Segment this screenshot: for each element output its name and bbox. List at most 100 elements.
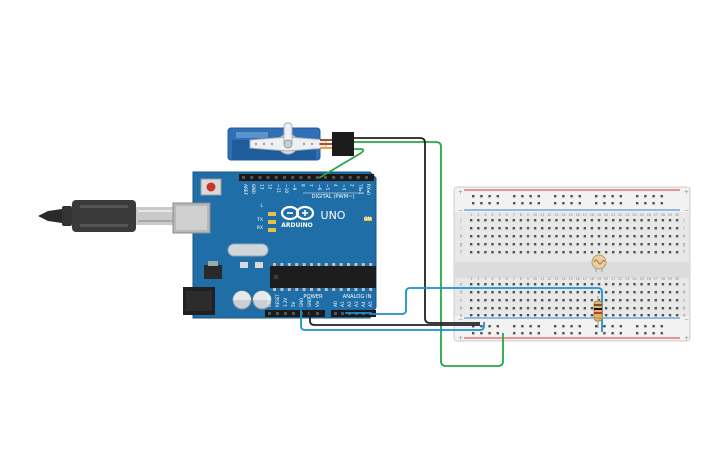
- breadboard-hole[interactable]: [619, 227, 622, 230]
- breadboard-hole[interactable]: [562, 307, 565, 310]
- breadboard-hole[interactable]: [675, 314, 679, 317]
- breadboard-hole[interactable]: [491, 283, 494, 286]
- rail-hole[interactable]: [488, 195, 491, 198]
- breadboard-hole[interactable]: [562, 291, 565, 294]
- breadboard-hole[interactable]: [484, 227, 487, 230]
- breadboard-hole[interactable]: [604, 291, 608, 294]
- breadboard-hole[interactable]: [505, 227, 508, 230]
- breadboard-hole[interactable]: [526, 299, 530, 302]
- header-hole[interactable]: [356, 176, 360, 179]
- breadboard-hole[interactable]: [548, 291, 551, 294]
- rail-hole[interactable]: [603, 195, 606, 198]
- rail-hole[interactable]: [562, 195, 565, 198]
- breadboard-hole[interactable]: [654, 291, 657, 294]
- breadboard-hole[interactable]: [626, 307, 629, 310]
- breadboard-hole[interactable]: [470, 299, 473, 302]
- breadboard-hole[interactable]: [612, 283, 615, 286]
- breadboard-hole[interactable]: [590, 227, 594, 230]
- breadboard-hole[interactable]: [562, 219, 565, 222]
- breadboard-hole[interactable]: [477, 307, 480, 310]
- breadboard-hole[interactable]: [668, 283, 672, 286]
- breadboard-hole[interactable]: [675, 283, 679, 286]
- rail-hole[interactable]: [513, 332, 516, 335]
- rail-hole[interactable]: [570, 332, 573, 335]
- rail-hole[interactable]: [529, 325, 532, 328]
- rail-hole[interactable]: [619, 195, 622, 198]
- breadboard-hole[interactable]: [555, 291, 558, 294]
- breadboard-hole[interactable]: [470, 227, 473, 230]
- breadboard-hole[interactable]: [470, 219, 473, 222]
- breadboard-hole[interactable]: [470, 251, 473, 254]
- photoresistor[interactable]: [591, 254, 607, 272]
- breadboard-hole[interactable]: [548, 299, 551, 302]
- rail-hole[interactable]: [603, 332, 606, 335]
- breadboard-hole[interactable]: [541, 307, 544, 310]
- breadboard-hole[interactable]: [526, 307, 530, 310]
- breadboard-hole[interactable]: [668, 235, 672, 238]
- breadboard-hole[interactable]: [498, 307, 501, 310]
- rail-hole[interactable]: [660, 195, 663, 198]
- rail-hole[interactable]: [578, 202, 581, 205]
- rail-hole[interactable]: [619, 332, 622, 335]
- rail-hole[interactable]: [595, 325, 598, 328]
- breadboard-hole[interactable]: [484, 243, 487, 246]
- header-hole[interactable]: [332, 176, 336, 179]
- rail-hole[interactable]: [521, 332, 524, 335]
- breadboard-hole[interactable]: [505, 251, 508, 254]
- breadboard-hole[interactable]: [590, 235, 594, 238]
- breadboard-hole[interactable]: [590, 219, 594, 222]
- header-hole[interactable]: [292, 312, 295, 315]
- breadboard-hole[interactable]: [583, 243, 586, 246]
- breadboard-hole[interactable]: [505, 243, 508, 246]
- breadboard-hole[interactable]: [548, 314, 551, 317]
- breadboard-hole[interactable]: [654, 235, 657, 238]
- breadboard-hole[interactable]: [526, 283, 530, 286]
- rail-hole[interactable]: [652, 202, 655, 205]
- rail-hole[interactable]: [537, 202, 540, 205]
- rail-hole[interactable]: [619, 325, 622, 328]
- breadboard-hole[interactable]: [626, 235, 629, 238]
- rail-hole[interactable]: [554, 195, 557, 198]
- breadboard-hole[interactable]: [619, 235, 622, 238]
- breadboard-hole[interactable]: [597, 299, 601, 302]
- rail-hole[interactable]: [644, 202, 647, 205]
- breadboard-hole[interactable]: [668, 219, 672, 222]
- breadboard-hole[interactable]: [477, 314, 480, 317]
- breadboard-hole[interactable]: [562, 299, 565, 302]
- breadboard-hole[interactable]: [569, 227, 572, 230]
- rail-hole[interactable]: [472, 325, 475, 328]
- breadboard-hole[interactable]: [541, 227, 544, 230]
- breadboard-hole[interactable]: [576, 283, 579, 286]
- breadboard-hole[interactable]: [548, 219, 551, 222]
- breadboard-hole[interactable]: [654, 219, 657, 222]
- breadboard-hole[interactable]: [661, 227, 665, 230]
- breadboard-hole[interactable]: [576, 227, 579, 230]
- rail-hole[interactable]: [611, 325, 614, 328]
- header-hole[interactable]: [365, 176, 368, 179]
- wire-power[interactable]: [300, 287, 603, 332]
- servo-motor[interactable]: [227, 122, 354, 161]
- breadboard-hole[interactable]: [612, 314, 615, 317]
- breadboard-hole[interactable]: [477, 251, 480, 254]
- breadboard-hole[interactable]: [647, 235, 650, 238]
- breadboard-hole[interactable]: [661, 283, 665, 286]
- breadboard-hole[interactable]: [519, 227, 523, 230]
- rail-hole[interactable]: [537, 332, 540, 335]
- breadboard-hole[interactable]: [590, 314, 594, 317]
- breadboard-hole[interactable]: [519, 235, 523, 238]
- breadboard-hole[interactable]: [533, 307, 537, 310]
- breadboard-hole[interactable]: [541, 291, 544, 294]
- breadboard-hole[interactable]: [626, 291, 629, 294]
- breadboard-hole[interactable]: [633, 219, 636, 222]
- header-hole[interactable]: [334, 312, 337, 315]
- breadboard-hole[interactable]: [470, 235, 473, 238]
- breadboard-hole[interactable]: [654, 283, 657, 286]
- rail-hole[interactable]: [644, 325, 647, 328]
- header-hole[interactable]: [266, 176, 270, 179]
- breadboard-hole[interactable]: [619, 243, 622, 246]
- breadboard-hole[interactable]: [484, 307, 487, 310]
- breadboard-hole[interactable]: [505, 291, 508, 294]
- rail-hole[interactable]: [521, 195, 524, 198]
- breadboard-hole[interactable]: [569, 251, 572, 254]
- breadboard-hole[interactable]: [555, 314, 558, 317]
